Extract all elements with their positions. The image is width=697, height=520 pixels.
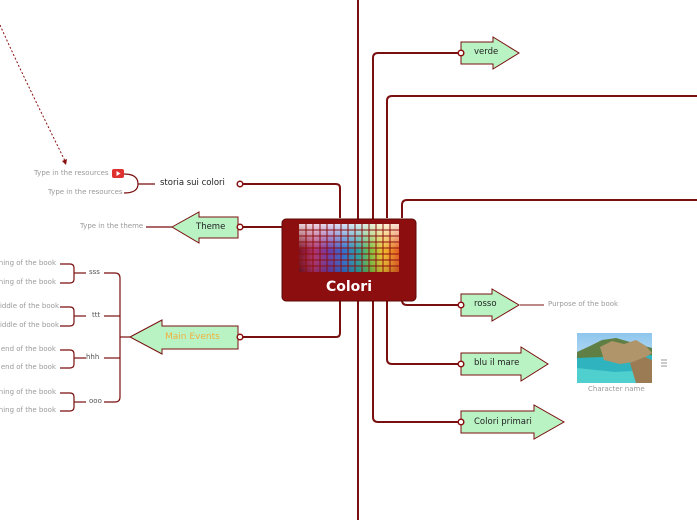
group-sss-item-1[interactable]: ning of the book	[0, 259, 56, 267]
group-ooo-label[interactable]: ooo	[89, 397, 102, 405]
group-hhh-label[interactable]: hhh	[86, 353, 100, 361]
rosso-label[interactable]: rosso	[474, 299, 497, 309]
primari-label[interactable]: Colori primari	[474, 417, 532, 427]
storia-bracket	[123, 173, 155, 194]
primari-arrow-shape	[460, 404, 566, 440]
group-ttt-label[interactable]: ttt	[92, 311, 101, 319]
left-connectors	[240, 183, 341, 338]
beach-image-caption[interactable]: Character name	[588, 385, 645, 393]
theme-label[interactable]: Theme	[196, 222, 226, 232]
group-ttt-item-1[interactable]: iddle of the book	[0, 302, 59, 310]
group-hhh-item-2[interactable]: end of the book	[0, 363, 56, 371]
blu-label[interactable]: blu il mare	[474, 358, 520, 368]
main-events-label[interactable]: Main Events	[165, 332, 220, 342]
menu-lines-icon	[661, 359, 667, 367]
group-ooo-item-1[interactable]: ning of the book	[0, 388, 56, 396]
relation-arrowhead	[62, 159, 67, 165]
storia-label[interactable]: storia sui colori	[160, 178, 225, 188]
beach-image	[577, 333, 652, 383]
rosso-arrow-shape	[460, 288, 520, 322]
group-sss-item-2[interactable]: ning of the book	[0, 278, 56, 286]
blu-arrow-shape	[460, 346, 549, 382]
storia-resource-1[interactable]: Type in the resources	[34, 169, 109, 177]
group-ooo-item-2[interactable]: ning of the book	[0, 406, 56, 414]
youtube-play-icon	[112, 169, 124, 178]
storia-resource-2[interactable]: Type in the resources	[48, 188, 123, 196]
relation-dotted-line	[0, 24, 67, 164]
verde-label[interactable]: verde	[474, 47, 499, 57]
connector-dots	[236, 49, 465, 426]
rosso-note[interactable]: Purpose of the book	[548, 300, 619, 308]
theme-note[interactable]: Type in the theme	[80, 222, 144, 230]
verde-arrow-shape	[460, 36, 520, 70]
color-swatch-grid	[299, 224, 399, 272]
main-events-tree	[60, 263, 130, 412]
group-hhh-item-1[interactable]: end of the book	[0, 345, 56, 353]
center-node-label[interactable]: Colori	[325, 279, 372, 295]
group-sss-label[interactable]: sss	[89, 268, 100, 276]
group-ttt-item-2[interactable]: iddle of the book	[0, 321, 59, 329]
